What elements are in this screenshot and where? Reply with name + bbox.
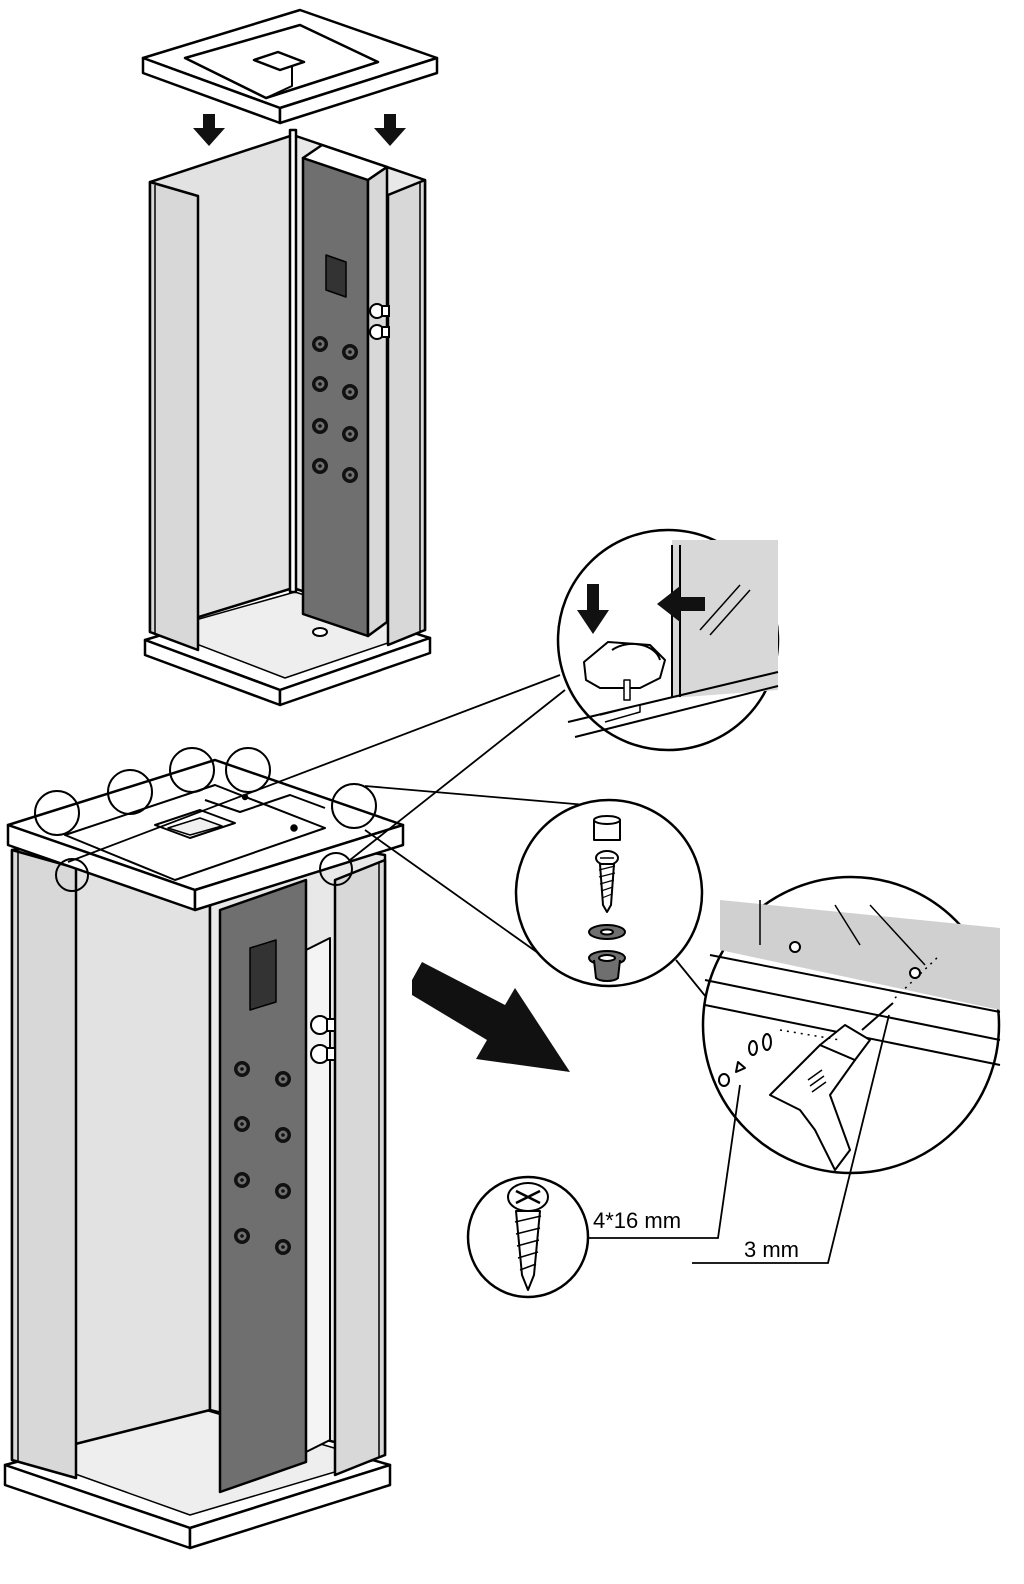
shower-cabin-bottom (3, 758, 405, 1550)
shower-cabin-top (143, 128, 432, 707)
callout-lines (588, 1014, 890, 1264)
drill-icon (769, 1002, 894, 1171)
knob-icon (310, 1015, 336, 1035)
knob-icon (310, 1044, 336, 1064)
drill-size-label: 3 mm (744, 1237, 799, 1262)
knob-icon (369, 303, 390, 319)
arrow-left-icon (657, 586, 705, 622)
roof-top-drawing (141, 8, 439, 125)
arrow-down-icon (374, 114, 406, 146)
detail-corner-clip (556, 528, 780, 752)
arrow-down-icon (577, 584, 609, 634)
screw-icon (466, 1175, 590, 1299)
detail-screw-stack (514, 798, 704, 990)
knob-icon (369, 324, 390, 340)
arrow-down-icon (193, 114, 225, 146)
detail-drilling (701, 875, 1001, 1175)
detail-marker-circles (34, 747, 377, 892)
arrow-down-right-icon (412, 962, 570, 1072)
screw-size-label: 4*16 mm (593, 1208, 681, 1233)
